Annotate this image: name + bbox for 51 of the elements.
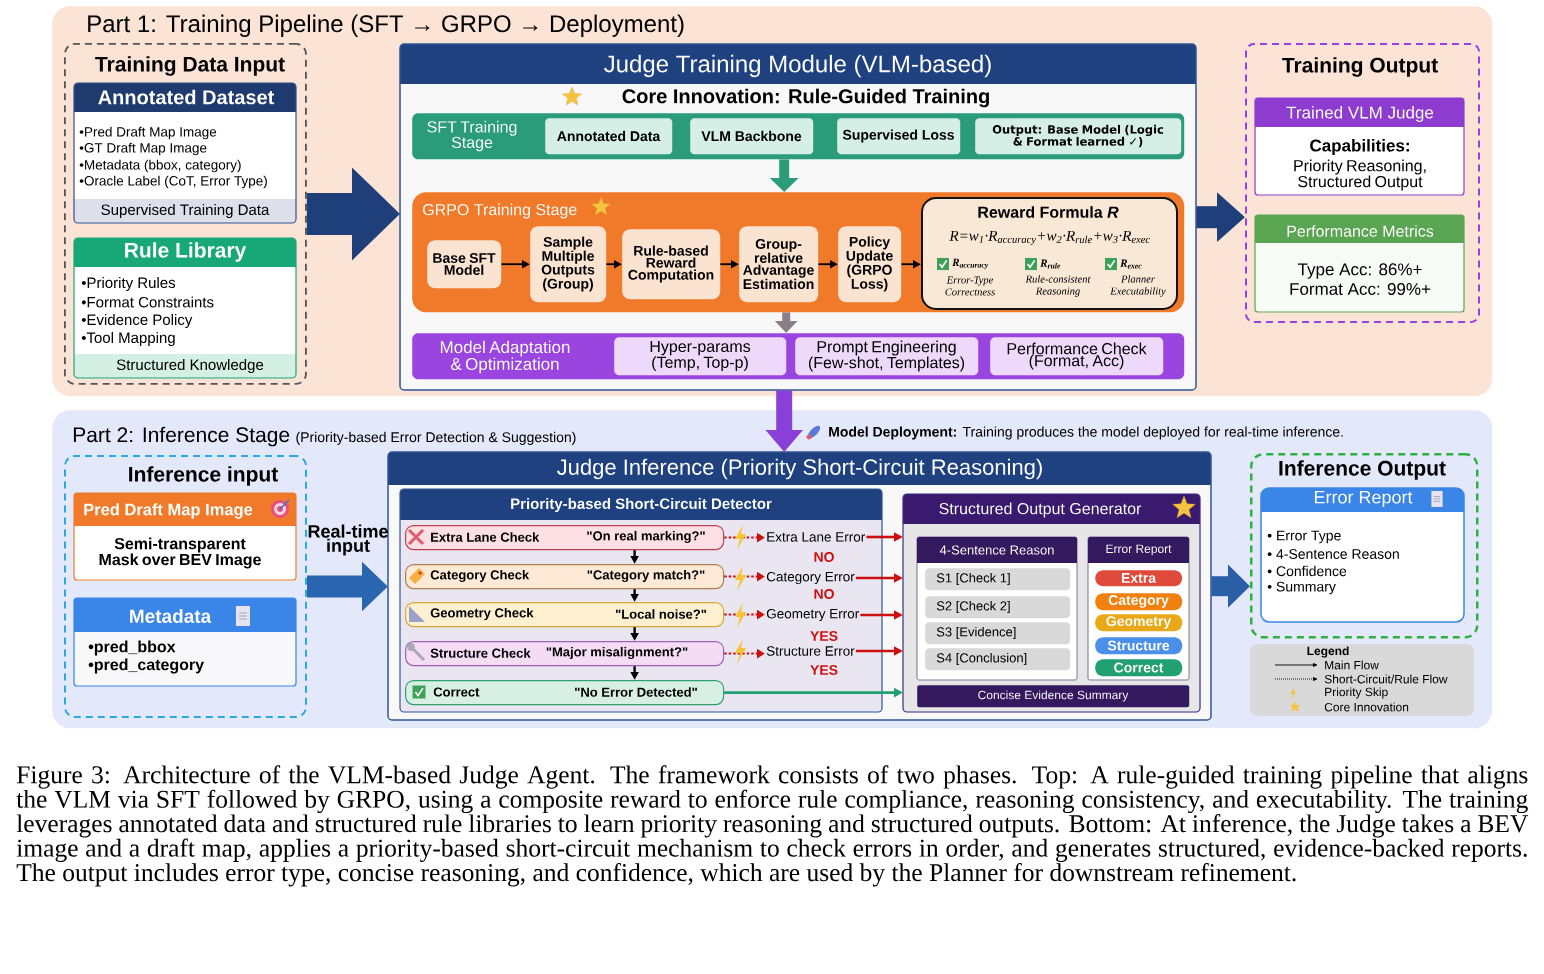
summary-bar: Concise Evidence Summary <box>917 685 1190 708</box>
step-box: Annotated Data <box>545 118 673 155</box>
step-box: Prompt Engineering (Few-shot, Templates) <box>795 337 979 376</box>
legend-entry: Core Innovation <box>1289 701 1409 712</box>
formula-box: Reward Formula R R=w$_{1}$·R$_{accuracy}$+w$_{2}$·R$_{rule}$+w$_{3}$·R$_{exec}$ R$_{accuracy}$ Error-Type Correctness R$_{rule}$ Rule-consistent Reasoning R$_{exec}$ Planner Executability <box>921 197 1178 310</box>
step-box: Group-relative Advantage Estimation <box>739 226 819 303</box>
check-box: Structure Check "Major misalignment?" <box>405 641 725 667</box>
sentence-box: S1 [Check 1] <box>925 568 1071 591</box>
check-box: Geometry Check "Local noise?" <box>405 602 725 628</box>
check-box: Category Check "Category match?" <box>405 564 725 590</box>
error-pill: Structure <box>1095 637 1183 655</box>
result-card: Trained VLM Judge Capabilities: Priority Reasoning, Structured Output <box>1254 97 1465 196</box>
sentence-box: S2 [Check 2] <box>925 596 1071 619</box>
legend-entry: Short-Circuit/Rule Flow <box>1274 674 1448 684</box>
error-label: Category Error <box>766 571 855 585</box>
step-box: Output: Base Model (Logic & Format learned ✓) <box>975 118 1182 155</box>
sentence-box: S4 [Conclusion] <box>925 648 1071 671</box>
decision-label: NO <box>814 589 834 599</box>
step-box: Sample Multiple Outputs (Group) <box>530 226 607 303</box>
step-box: Performance Check (Format, Acc) <box>990 337 1164 376</box>
step-box: Rule-based Reward Computation <box>622 229 721 300</box>
error-pill: Category <box>1095 593 1183 611</box>
input-card: Metadata •pred_bbox •pred_category <box>73 597 297 687</box>
step-box: Hyper-params (Temp, Top-p) <box>614 337 787 376</box>
check-box: Extra Lane Check "On real marking?" <box>405 525 725 551</box>
decision-label: YES <box>810 665 838 675</box>
input-card: Pred Draft Map Image Semi-transparent Mask over BEV Image <box>73 492 297 581</box>
check-box: Correct "No Error Detected" <box>405 680 725 706</box>
error-label: Extra Lane Error <box>767 532 865 542</box>
step-box: Supervised Loss <box>837 118 961 155</box>
error-label: Structure Error <box>766 646 855 656</box>
error-label: Geometry Error <box>766 608 859 622</box>
legend-title: Legend <box>1307 646 1349 658</box>
result-card: Performance Metrics Type Acc: 86%+ Format Acc: 99%+ <box>1254 214 1465 313</box>
report-card: Error Report • Error Type • 4-Sentence Reason • Confidence • Summary <box>1260 487 1465 623</box>
legend-entry: Priority Skip <box>1290 687 1388 700</box>
caption: Figure 3: Architecture of the VLM-based Judge Agent. The framework consists of two phases. Top: A rule-guided training pipeline that aligns the VLM via SFT followed by GRPO, using a composite reward to enforce rule compliance, reasoning consistency, and executability. The training leverages annotated data and structured rule libraries to learn priority reasoning and structured outputs. Bottom: At inference, the Judge takes a BEV image and a draft map, applies a priority-based short-circuit mechanism to check errors in order, and generates structured, evidence-backed reports. The output includes error type, concise reasoning, and confidence, which are used by the Planner for downstream refinement. <box>16 765 1529 887</box>
data-card: Annotated Dataset •Pred Draft Map Image •GT Draft Map Image •Metadata (bbox, category) •Oracle Label (CoT, Error Type) Supervised Training Data <box>73 82 297 224</box>
decision-label: NO <box>814 552 834 562</box>
error-pill: Correct <box>1095 659 1183 677</box>
error-pill: Extra <box>1095 570 1183 587</box>
edge-label: Real-time input <box>308 524 388 556</box>
sentence-box: S3 [Evidence] <box>925 622 1071 645</box>
legend-entry: Main Flow <box>1274 660 1379 670</box>
step-box: Base SFT Model <box>427 240 502 289</box>
step-box: VLM Backbone <box>690 118 814 155</box>
step-box: Policy Update (GRPO Loss) <box>838 226 902 303</box>
decision-label: YES <box>810 631 838 641</box>
data-card: Rule Library •Priority Rules •Format Constraints •Evidence Policy •Tool Mapping Structured Knowledge <box>73 237 297 379</box>
edge-label: Model Deployment: Training produces the model deployed for real-time inference. <box>829 426 1343 440</box>
error-pill: Geometry <box>1095 614 1183 632</box>
